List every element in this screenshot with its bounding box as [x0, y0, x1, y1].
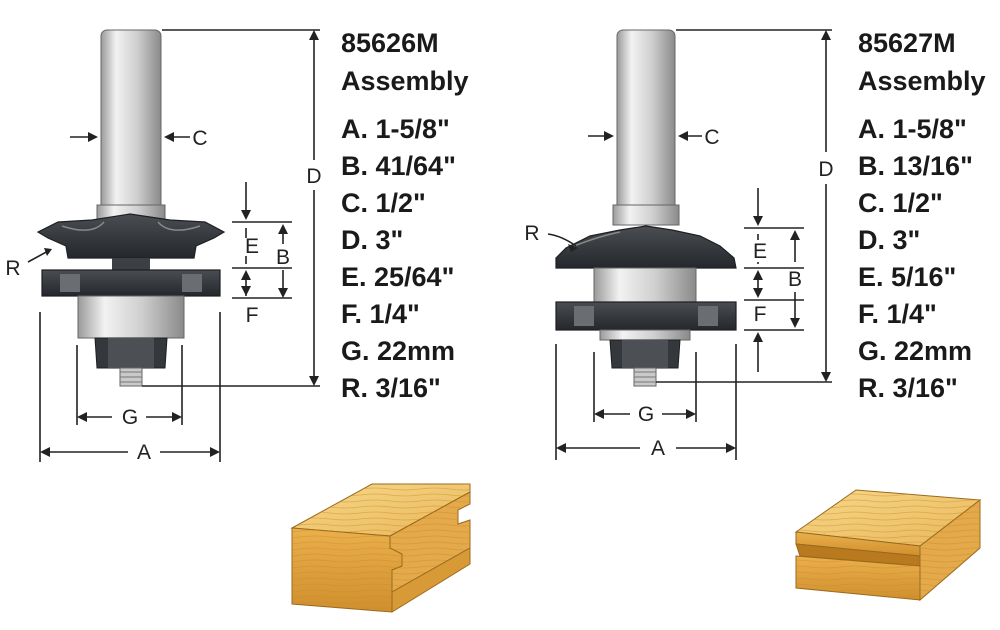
label-r: R	[5, 257, 20, 280]
label-b: B	[276, 246, 290, 269]
shank	[616, 29, 676, 221]
dimension-labels-left: D C E B F G A R	[5, 127, 321, 464]
spec-a: A. 1-5/8"	[341, 114, 450, 144]
label-a: A	[137, 441, 151, 464]
spec-g: G. 22mm	[341, 336, 455, 366]
spec-r: R. 3/16"	[858, 373, 958, 403]
wood-profile-85626M	[290, 483, 471, 613]
spec-a: A. 1-5/8"	[858, 114, 967, 144]
spec-g: G. 22mm	[858, 336, 972, 366]
bearing	[593, 267, 697, 303]
spec-list-85626M: 85626M Assembly A. 1-5/8" B. 41/64" C. 1…	[341, 28, 469, 403]
arrowheads-left	[40, 30, 319, 457]
model-number: 85627M	[858, 28, 956, 58]
label-b: B	[788, 268, 802, 291]
label-d: D	[306, 165, 321, 188]
label-e: E	[245, 235, 259, 258]
model-number: 85626M	[341, 28, 439, 58]
spec-d: D. 3"	[341, 225, 403, 255]
spec-b: B. 13/16"	[858, 151, 973, 181]
spec-c: C. 1/2"	[341, 188, 426, 218]
spec-d: D. 3"	[858, 225, 920, 255]
label-d: D	[818, 158, 833, 181]
bearing	[77, 295, 185, 339]
label-f: F	[754, 303, 767, 326]
spec-r: R. 3/16"	[341, 373, 441, 403]
label-c: C	[192, 127, 207, 150]
spec-e: E. 25/64"	[341, 262, 454, 292]
label-c: C	[704, 126, 719, 149]
router-bit-85626M-illustration	[36, 29, 226, 387]
dimension-labels-right: D C E B F G A R	[524, 126, 833, 460]
label-e: E	[753, 240, 767, 263]
assembly-label: Assembly	[341, 66, 469, 96]
assembly-label: Assembly	[858, 66, 986, 96]
spec-b: B. 41/64"	[341, 151, 456, 181]
wood-profile-85627M	[794, 489, 982, 602]
top-cutter	[555, 225, 737, 269]
label-f: F	[246, 304, 259, 327]
label-g: G	[122, 406, 138, 429]
spec-f: F. 1/4"	[858, 299, 937, 329]
spec-c: C. 1/2"	[858, 188, 943, 218]
label-r: R	[524, 222, 539, 245]
collar	[612, 204, 680, 226]
spec-f: F. 1/4"	[341, 299, 420, 329]
arrowheads-right	[556, 30, 831, 453]
spec-list-85627M: 85627M Assembly A. 1-5/8" B. 13/16" C. 1…	[858, 28, 986, 403]
label-a: A	[651, 437, 665, 460]
top-cutter	[36, 213, 226, 259]
spec-e: E. 5/16"	[858, 262, 956, 292]
label-g: G	[638, 403, 654, 426]
spacer	[112, 258, 150, 270]
router-bit-85627M-illustration	[555, 29, 737, 387]
shank	[100, 29, 162, 221]
